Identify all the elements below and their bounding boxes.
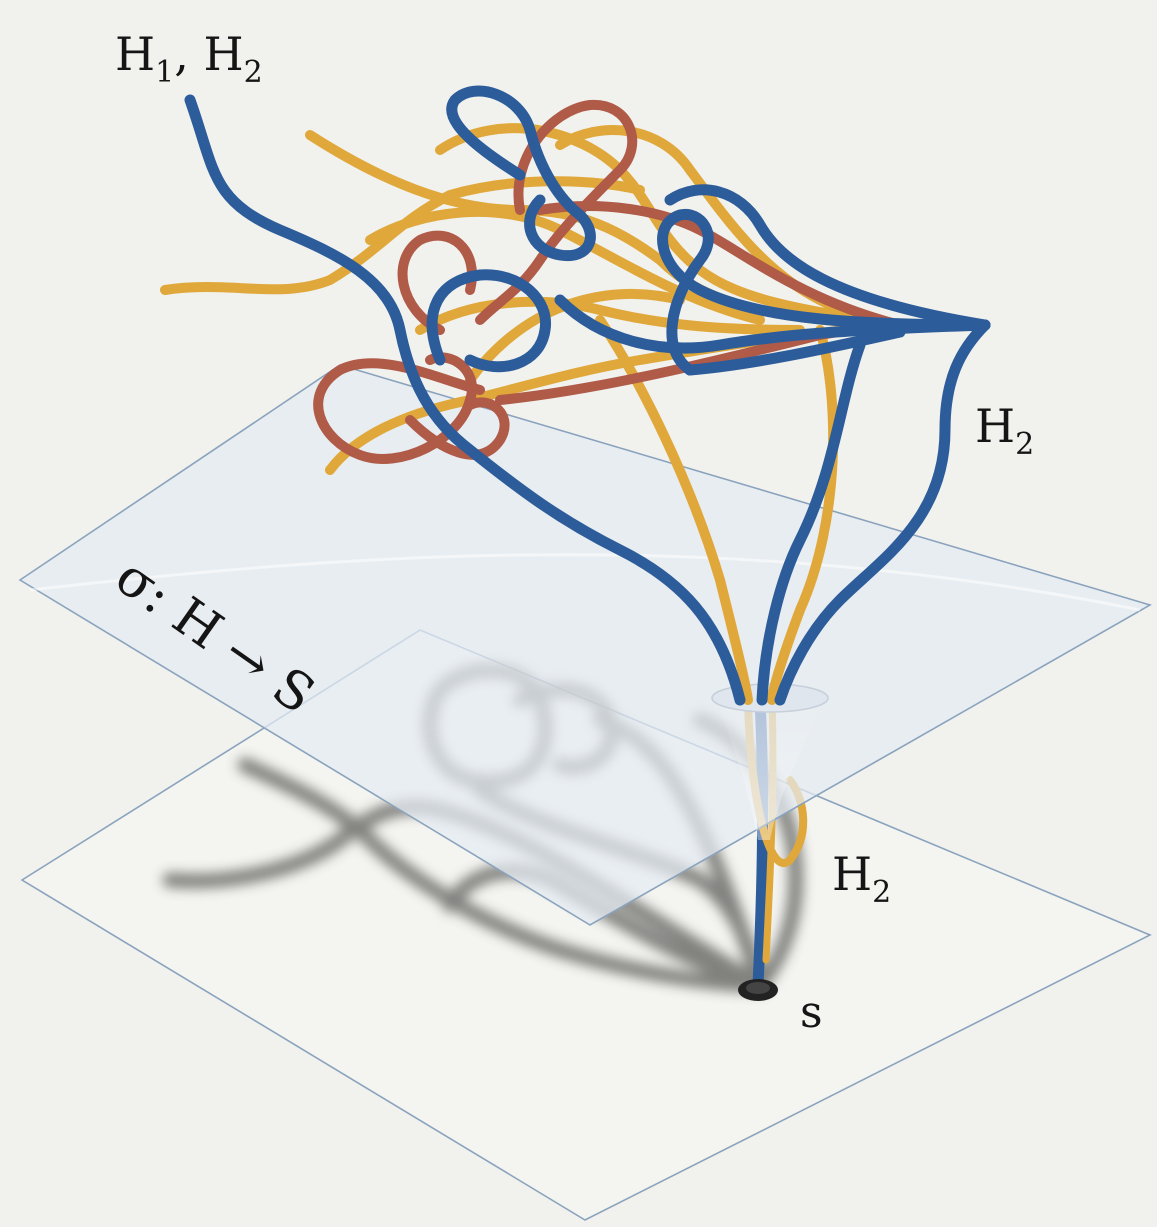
svg-text:H2: H2 <box>975 399 1034 462</box>
label-upper-h: H <box>975 399 1015 453</box>
tangled-strands <box>160 85 991 706</box>
label-top-sub2: 2 <box>244 55 263 90</box>
label-lower-h: H <box>832 847 872 901</box>
svg-text:H1, H2: H1, H2 <box>115 27 263 90</box>
label-top-h: H <box>115 27 155 81</box>
svg-text:H2: H2 <box>832 847 891 910</box>
section-plane <box>18 364 1153 926</box>
label-h2-upper: H2 <box>975 399 1034 462</box>
label-upper-sub: 2 <box>1015 427 1034 462</box>
label-h1-h2: H1, H2 <box>115 27 263 90</box>
label-top-sub1: 1 <box>155 55 174 90</box>
label-lower-sub: 2 <box>872 875 891 910</box>
label-h2-lower: H2 <box>832 847 891 910</box>
label-point-s: s <box>800 987 823 1038</box>
blue-strands <box>184 85 991 706</box>
label-top-sep: , H <box>174 27 243 81</box>
